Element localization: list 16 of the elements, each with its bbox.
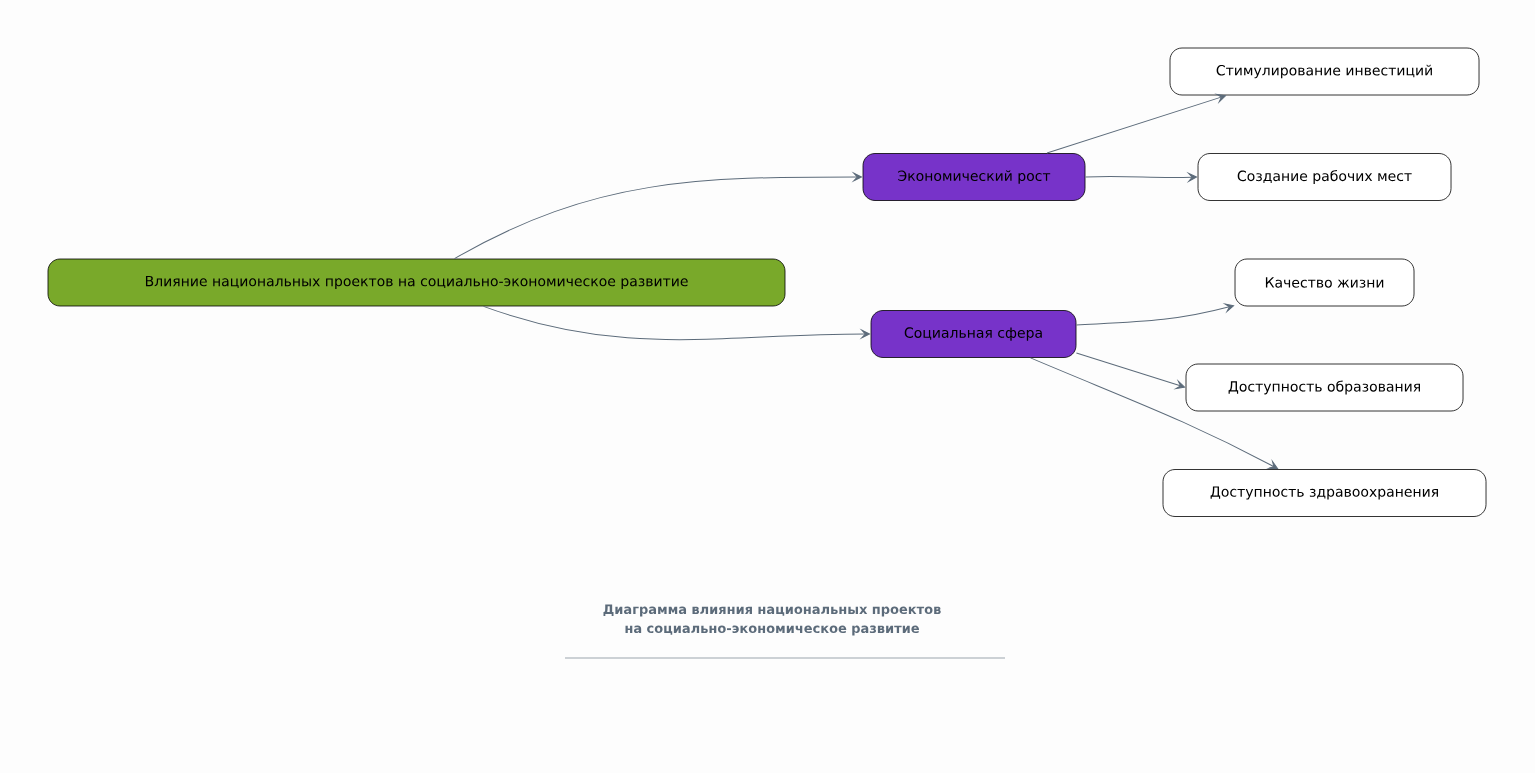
branch-box: Социальная сфера	[870, 310, 1077, 358]
arrow	[454, 172, 862, 260]
leaf-box: Создание рабочих мест	[1197, 153, 1452, 201]
arrow	[1075, 303, 1235, 326]
leaf-box: Доступность образования	[1185, 363, 1464, 412]
arrow	[1030, 357, 1279, 470]
leaf-box: Доступность здравоохранения	[1162, 469, 1487, 517]
arrow	[1084, 172, 1197, 182]
root-box: Влияние национальных проектов на социально-экономическое развитие	[47, 258, 786, 307]
leaf-box: Качество жизни	[1234, 258, 1415, 307]
leaf-box: Стимулирование инвестиций	[1169, 47, 1480, 96]
caption: Диаграмма влияния национальных проектов на социально-экономическое развитие	[603, 604, 941, 636]
arrow	[483, 305, 870, 341]
arrow	[1046, 93, 1226, 154]
branch-box: Экономический рост	[862, 153, 1086, 201]
arrow	[1075, 352, 1186, 390]
